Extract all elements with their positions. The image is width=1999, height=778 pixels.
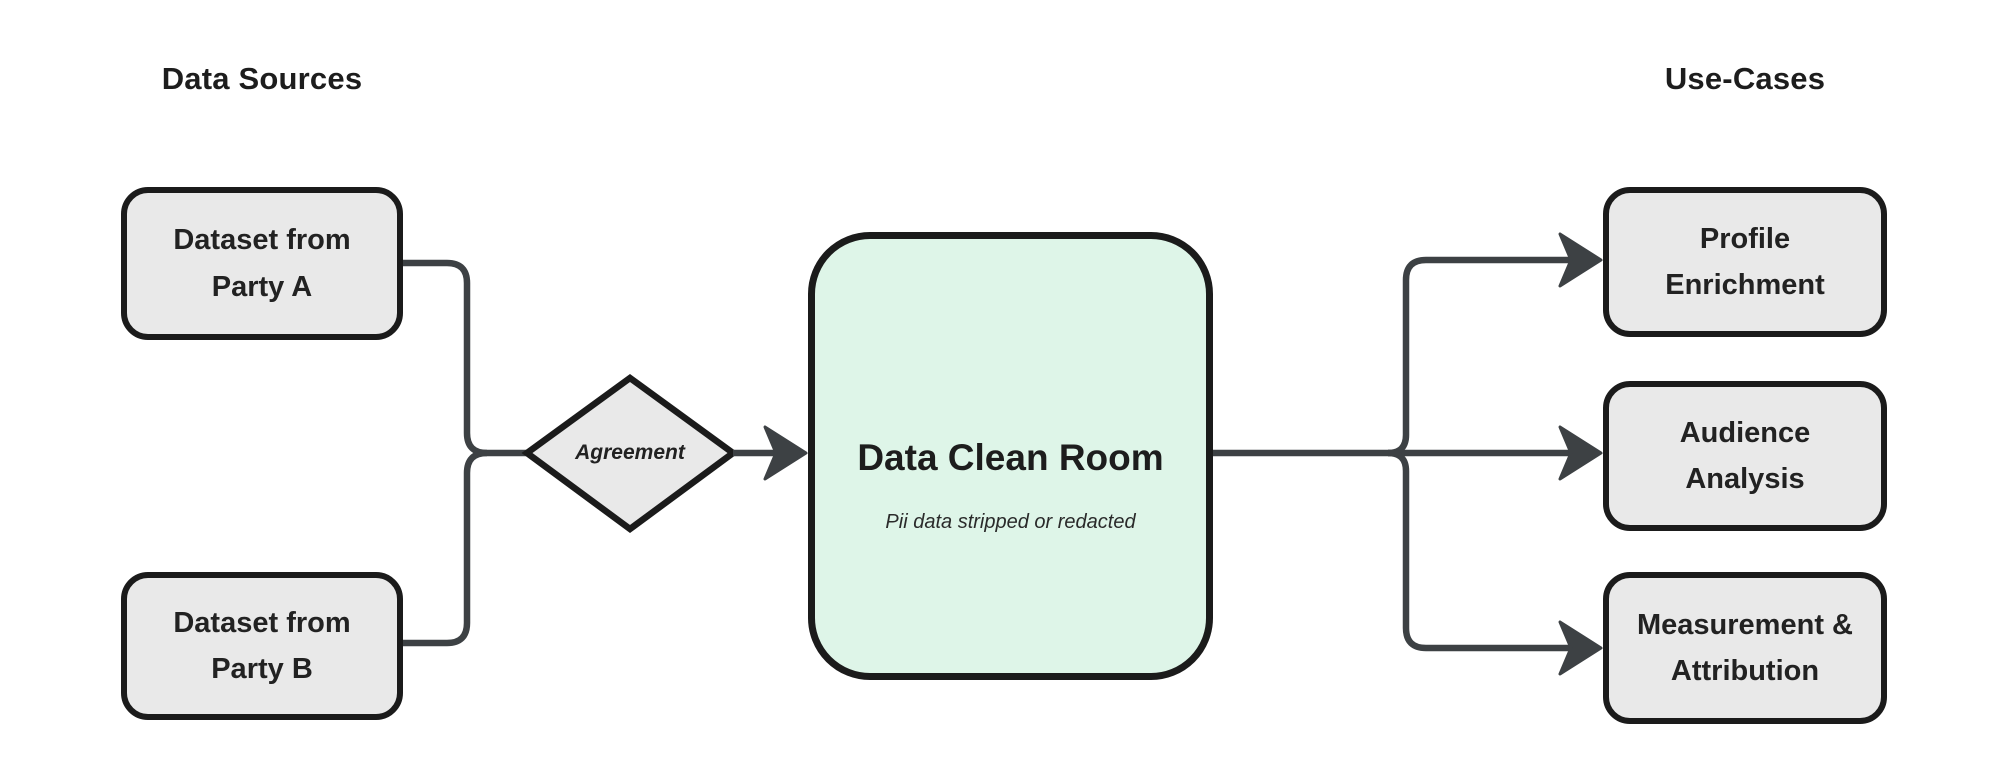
node-dataset-party-a-label: Dataset from Party A — [173, 224, 351, 303]
heading-data-sources: Data Sources — [161, 61, 363, 96]
node-measurement-attribution: Measurement & Attribution — [1603, 572, 1887, 724]
node-dataset-party-b-label: Dataset from Party B — [173, 606, 351, 685]
arrowhead-profile-enrichment — [1558, 232, 1603, 288]
data-clean-room-subtitle: Pii data stripped or redacted — [885, 511, 1136, 533]
node-data-clean-room: Data Clean Room Pii data stripped or red… — [808, 232, 1213, 680]
heading-use-cases: Use-Cases — [1664, 61, 1826, 96]
arrowhead-clean-room — [763, 425, 808, 481]
node-measurement-attribution-label: Measurement & Attribution — [1637, 608, 1853, 687]
connector-party-b — [401, 449, 488, 647]
connector-branch-up — [1387, 256, 1572, 457]
node-dataset-party-b: Dataset from Party B — [121, 572, 403, 720]
connector-party-a — [401, 259, 528, 457]
arrowhead-measurement-attribution — [1558, 620, 1603, 676]
data-clean-room-title: Data Clean Room — [857, 437, 1164, 478]
node-profile-enrichment: Profile Enrichment — [1603, 187, 1887, 337]
node-audience-analysis: Audience Analysis — [1603, 381, 1887, 531]
arrowhead-audience-analysis — [1558, 425, 1603, 481]
node-audience-analysis-label: Audience Analysis — [1679, 416, 1811, 495]
agreement-diamond-label: Agreement — [575, 441, 685, 464]
connector-branch-down — [1387, 449, 1572, 652]
node-dataset-party-a: Dataset from Party A — [121, 187, 403, 340]
node-profile-enrichment-label: Profile Enrichment — [1665, 222, 1825, 301]
